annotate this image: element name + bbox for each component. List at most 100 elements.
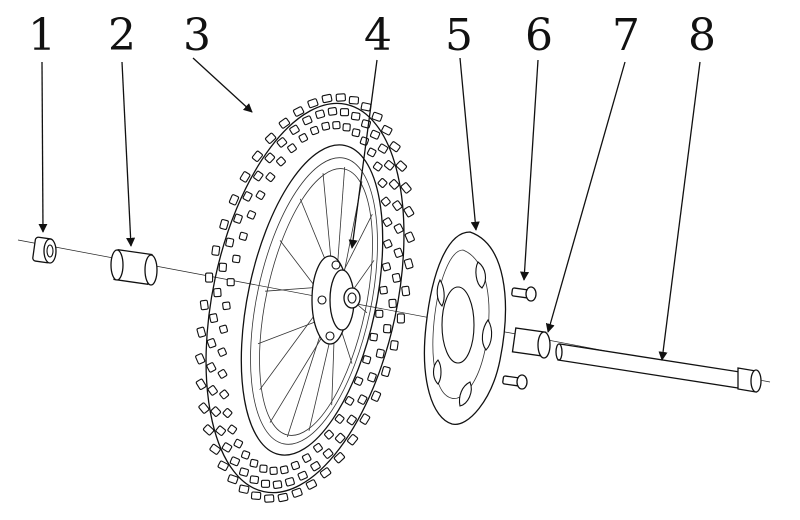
tread-knob xyxy=(195,378,207,390)
disc-bolt xyxy=(502,374,528,390)
tread-knob xyxy=(327,107,338,116)
tread-knob xyxy=(351,128,361,138)
callout-number-4: 4 xyxy=(364,10,392,61)
tread-knob xyxy=(206,338,217,349)
tread-knob xyxy=(309,125,320,136)
tread-knob xyxy=(382,324,392,334)
tread-knob xyxy=(222,408,233,418)
tread-knob xyxy=(218,262,228,272)
tread-knob xyxy=(264,132,277,144)
tread-knob xyxy=(225,237,235,248)
tread-knob xyxy=(400,182,412,194)
tread-knob xyxy=(348,96,360,105)
hub-bolt-hole xyxy=(331,260,341,270)
hub-axle-hole xyxy=(347,292,357,304)
hub-bolt-hole xyxy=(317,295,327,305)
tread-knob xyxy=(260,479,271,488)
tread-knob xyxy=(392,200,403,211)
tread-knob xyxy=(334,432,346,444)
tread-knob xyxy=(395,160,408,172)
tread-knob xyxy=(227,424,238,435)
tread-knob xyxy=(315,109,326,119)
tread-knob xyxy=(353,376,364,386)
hub-bolt-hole xyxy=(325,331,335,341)
tread-knob xyxy=(401,285,411,297)
tread-knob xyxy=(289,124,300,135)
tread-knob xyxy=(380,196,391,207)
tread-knob xyxy=(199,299,209,311)
tread-knob xyxy=(393,247,404,258)
tread-knob xyxy=(209,443,221,455)
tread-knob xyxy=(217,369,228,379)
tread-knob xyxy=(396,313,405,324)
tread-knob xyxy=(209,313,219,324)
tread-knob xyxy=(265,172,276,182)
left-spacer xyxy=(110,249,158,286)
tread-knob xyxy=(372,161,383,172)
tread-knob xyxy=(269,466,278,475)
tread-knob xyxy=(231,254,241,264)
tread-knob xyxy=(369,129,381,140)
tread-knob xyxy=(276,156,286,167)
tread-knob xyxy=(292,106,305,117)
brake-disc xyxy=(423,231,507,425)
tread-knob xyxy=(321,121,331,131)
tread-knob xyxy=(366,147,377,158)
tread-knob xyxy=(264,152,276,164)
tread-knob xyxy=(206,362,217,373)
tread-knob xyxy=(375,348,385,359)
leader-4 xyxy=(348,59,378,249)
tread-knob xyxy=(205,272,214,283)
tread-knob xyxy=(278,117,291,129)
tread-knob xyxy=(195,353,206,365)
tread-knob xyxy=(222,301,231,311)
tread-knob xyxy=(259,464,268,473)
tread-knob xyxy=(240,450,251,460)
tread-knob xyxy=(362,355,372,365)
tread-knob xyxy=(227,474,239,485)
tread-knob xyxy=(369,332,379,342)
tread-knob xyxy=(211,245,221,256)
tread-knob xyxy=(202,424,215,436)
tread-knob xyxy=(391,272,401,283)
tread-knob xyxy=(388,298,397,309)
tread-knob xyxy=(238,231,248,241)
tread-knob xyxy=(246,210,257,220)
tread-knob xyxy=(226,278,235,287)
tire-outer-edge xyxy=(205,102,405,494)
tread-knob xyxy=(389,340,399,351)
tread-knob xyxy=(221,442,233,453)
tread-knob xyxy=(249,458,259,468)
tread-knob xyxy=(238,484,250,494)
tread-knob xyxy=(310,461,321,472)
tread-knob xyxy=(379,285,388,295)
tread-knob xyxy=(233,213,243,224)
callout-number-5: 5 xyxy=(445,10,473,61)
tread-knob xyxy=(219,219,229,230)
callout-number-2: 2 xyxy=(108,10,136,61)
tread-knob xyxy=(210,406,222,417)
tread-knob xyxy=(403,258,414,270)
tread-knob xyxy=(389,141,401,153)
disc-cutout xyxy=(481,319,493,351)
tread-knob xyxy=(277,492,289,503)
tread-knob xyxy=(287,143,297,154)
tread-knob xyxy=(279,465,289,475)
leader-8 xyxy=(658,61,701,361)
tread-knob xyxy=(332,121,341,130)
tread-knob xyxy=(239,467,249,477)
callout-number-7: 7 xyxy=(612,10,640,61)
tread-knob xyxy=(324,429,334,440)
tread-knob xyxy=(228,194,240,206)
tread-knob xyxy=(297,470,308,481)
tread-knob xyxy=(344,396,355,406)
tread-knob xyxy=(342,123,351,132)
tread-knob xyxy=(360,102,372,112)
tread-knob xyxy=(393,223,404,234)
tread-knob xyxy=(359,136,370,146)
hub-assembly xyxy=(311,255,361,345)
right-spacer xyxy=(511,327,551,359)
leader-lines xyxy=(38,57,701,361)
disc-bolt xyxy=(511,286,537,302)
tread-knob xyxy=(381,366,391,377)
